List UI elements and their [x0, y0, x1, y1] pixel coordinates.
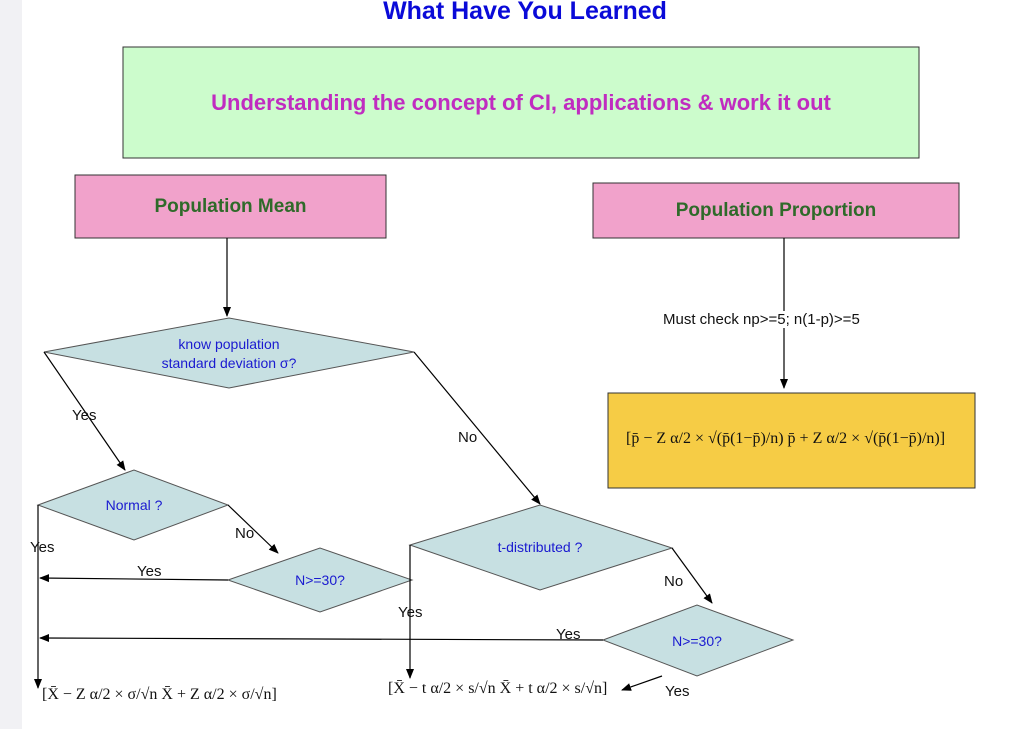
label-yes: Yes [398, 604, 423, 621]
proportion-formula-box [607, 392, 976, 489]
label-yes: Yes [665, 683, 690, 700]
label-yes: Yes [30, 539, 55, 556]
label-yes: Yes [137, 563, 162, 580]
n30-question-b: N>=30? [672, 633, 722, 649]
normal-question: Normal ? [105, 497, 163, 513]
left-margin-strip [0, 0, 22, 729]
subtitle-box [122, 46, 920, 159]
tdist-question: t-distributed ? [497, 539, 583, 555]
subtitle: Understanding the concept of CI, applica… [211, 90, 831, 115]
label-no: No [664, 573, 684, 590]
proportion-interval-formula: [p̄ − Z α/2 × √(p̄(1−p̄)/n) p̄ + Z α/2 ×… [626, 430, 946, 447]
label-no: No [235, 525, 255, 542]
sigma-question-line2: standard deviation σ? [161, 355, 297, 371]
sigma-question-line1: know population [178, 336, 280, 352]
population-mean-box [74, 174, 387, 239]
population-mean-label: Population Mean [154, 196, 307, 217]
connector-arrows [34, 238, 788, 691]
page-title: What Have You Learned [383, 0, 667, 25]
t-interval-formula: [X̄ − t α/2 × s/√n X̄ + t α/2 × s/√n] [388, 680, 608, 697]
population-proportion-label: Population Proportion [675, 200, 877, 221]
n30-decision-diamond-a [226, 547, 414, 613]
label-yes: Yes [72, 407, 97, 424]
check-note: Must check np>=5; n(1-p)>=5 [663, 311, 860, 328]
label-no: No [458, 429, 478, 446]
population-proportion-box [592, 182, 960, 239]
n30-question-a: N>=30? [295, 572, 345, 588]
z-interval-formula: [X̄ − Z α/2 × σ/√n X̄ + Z α/2 × σ/√n] [42, 686, 277, 703]
label-yes: Yes [556, 626, 581, 643]
sigma-decision-diamond [43, 317, 415, 389]
n30-decision-diamond-b [601, 604, 795, 677]
